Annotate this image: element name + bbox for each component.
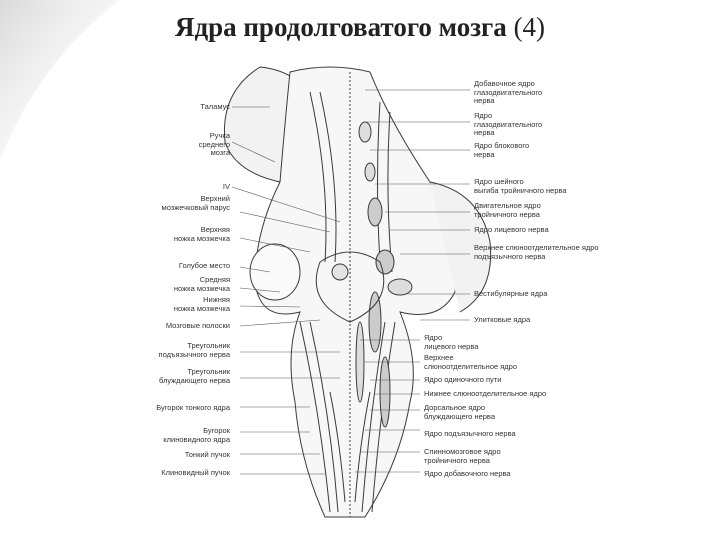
- label-facial-nucleus: Ядро лицевого нерва: [424, 334, 478, 351]
- label-superior-salivatory-nucleus: Верхнее слюноотделительное ядро: [424, 354, 517, 371]
- label-medullary-striae: Мозговые полоски: [166, 322, 230, 331]
- label-gracile-fasciculus: Тонкий пучок: [185, 451, 230, 460]
- label-trochlear-nucleus: Ядро блокового нерва: [474, 142, 529, 159]
- label-superior-medullary-velum: Верхний мозжечковый парус: [162, 195, 230, 212]
- label-accessory-nerve-nucleus: Ядро добавочного нерва: [424, 470, 511, 479]
- label-cuneate-tubercle: Бугорок клиновидного ядра: [163, 427, 230, 444]
- label-vagal-trigone: Треугольник блуждающего нерва: [159, 368, 230, 385]
- label-spinal-trigeminal-nucleus: Спинномозговое ядро тройничного нерва: [424, 448, 501, 465]
- slide-title-main: Ядра продолговатого мозга: [175, 12, 507, 42]
- label-vestibular-nuclei: Вестибулярные ядра: [474, 290, 547, 299]
- label-cochlear-nuclei: Улитковые ядра: [474, 316, 530, 325]
- label-accessory-oculomotor-nucleus: Добавочное ядро глазодвигательного нерва: [474, 80, 542, 106]
- label-trigeminal-mesencephalic-nucleus: Ядро шейного выгиба тройничного нерва: [474, 178, 567, 195]
- label-superior-salivatory-upper: Верхнее слюноотделительное ядро подъязыч…: [474, 244, 599, 261]
- label-hypoglossal-nucleus: Ядро подъязычного нерва: [424, 430, 516, 439]
- label-trigeminal-motor-nucleus: Двигательное ядро тройничного нерва: [474, 202, 541, 219]
- label-hypoglossal-trigone: Треугольник подъязычного нерва: [159, 342, 230, 359]
- label-superior-cerebellar-peduncle: Верхняя ножка мозжечка: [174, 226, 230, 243]
- label-locus-coeruleus: Голубое место: [179, 262, 230, 271]
- label-roman-iv: IV: [223, 183, 230, 192]
- label-cuneate-fasciculus: Клиновидный пучок: [161, 469, 230, 478]
- slide-title: Ядра продолговатого мозга (4): [0, 12, 720, 43]
- label-midbrain-brachium: Ручка среднего мозга: [199, 132, 230, 158]
- label-inferior-salivatory-nucleus: Нижнее слюноотделительное ядро: [424, 390, 546, 399]
- label-middle-cerebellar-peduncle: Средняя ножка мозжечка: [174, 276, 230, 293]
- label-oculomotor-nucleus: Ядро глазодвигательного нерва: [474, 112, 542, 138]
- label-thalamus: Таламус: [200, 103, 230, 112]
- slide-title-number: (4): [514, 12, 545, 42]
- label-gracile-tubercle: Бугорок тонкого ядра: [156, 404, 230, 413]
- label-inferior-cerebellar-peduncle: Нижняя ножка мозжечка: [174, 296, 230, 313]
- label-solitary-tract-nucleus: Ядро одиночного пути: [424, 376, 501, 385]
- label-facial-nucleus-upper: Ядро лицевого нерва: [474, 226, 549, 235]
- label-dorsal-vagal-nucleus: Дорсальное ядро блуждающего нерва: [424, 404, 495, 421]
